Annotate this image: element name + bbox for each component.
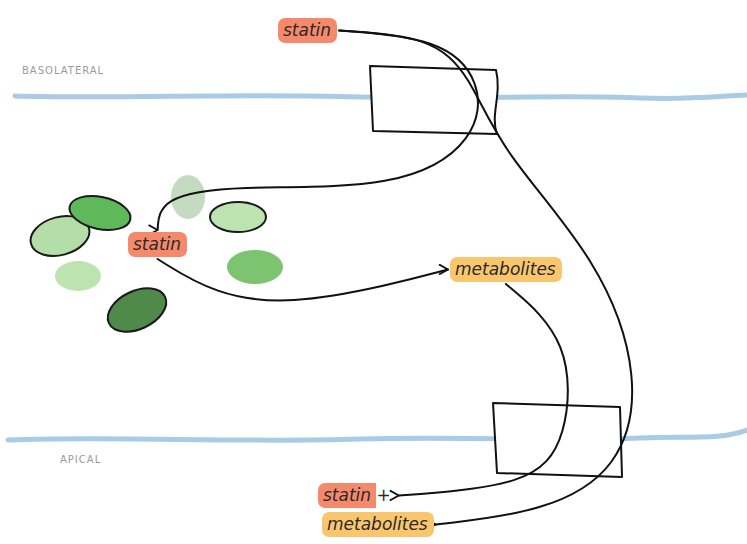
organelle xyxy=(210,202,266,232)
term-text: statin xyxy=(128,232,187,257)
term-text: statin + xyxy=(318,483,397,508)
organelle xyxy=(227,250,283,284)
term-text: statin xyxy=(278,18,337,43)
flow-arrow xyxy=(339,31,632,525)
highlighted-term: metabolites xyxy=(322,512,434,537)
region-label: BASOLATERAL xyxy=(22,65,104,76)
flow-arrow xyxy=(158,31,478,231)
region-label: APICAL xyxy=(60,454,101,465)
organelle xyxy=(66,191,133,235)
term-text: metabolites xyxy=(322,512,434,537)
organelle xyxy=(101,280,173,341)
term-text: metabolites xyxy=(450,257,562,282)
highlighted-term: statin xyxy=(278,18,337,43)
flow-arrow xyxy=(158,259,448,300)
apical-membrane xyxy=(8,430,747,440)
organelle xyxy=(55,261,101,291)
highlighted-term: statin xyxy=(128,232,187,257)
highlighted-term: statin + xyxy=(318,483,397,508)
flow-arrow xyxy=(399,284,568,496)
transporter-box xyxy=(493,403,622,477)
organelle xyxy=(171,175,205,219)
highlighted-term: metabolites xyxy=(450,257,562,282)
